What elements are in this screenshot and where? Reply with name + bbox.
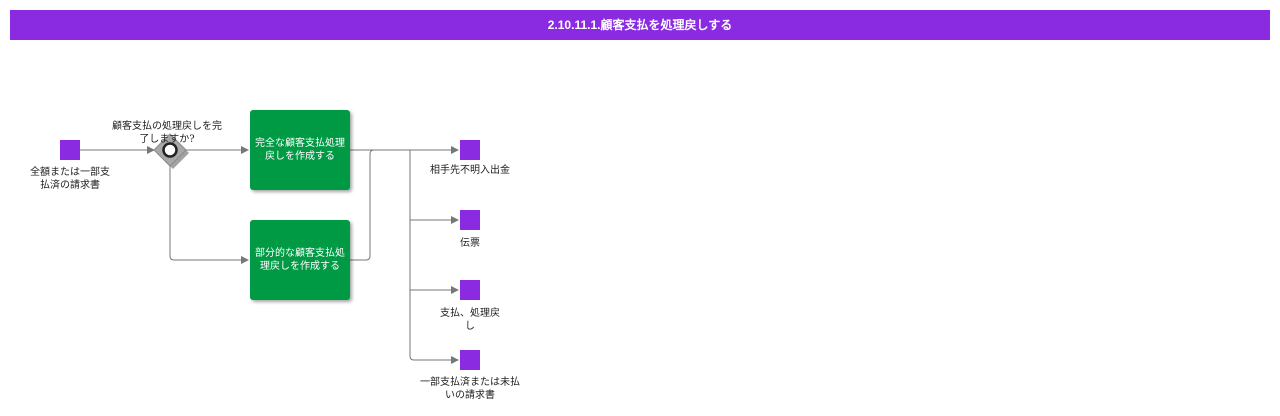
output-data-object-3-icon[interactable]	[460, 280, 480, 300]
output-data-object-4-label: 一部支払済または未払いの請求書	[420, 377, 520, 401]
gateway-label: 顧客支払の処理戻しを完了しますか?	[112, 121, 222, 145]
output-data-object-4-icon[interactable]	[460, 350, 480, 370]
task-create-full-reversal[interactable]: 完全な顧客支払処理戻しを作成する	[250, 110, 350, 190]
start-data-object-icon[interactable]	[60, 140, 80, 160]
output-data-object-2-icon[interactable]	[460, 210, 480, 230]
output-data-object-1-icon[interactable]	[460, 140, 480, 160]
connector-partial-to-outputs	[350, 149, 410, 261]
output-data-object-3-label: 支払、処理戻し	[440, 308, 500, 332]
output-data-object-2-label: 伝票	[460, 238, 480, 249]
output-data-object-1-label: 相手先不明入出金	[430, 165, 510, 176]
connector-trunk	[409, 150, 459, 364]
diagram-title: 2.10.11.1.顧客支払を処理戻しする	[10, 10, 1270, 40]
task-create-partial-reversal[interactable]: 部分的な顧客支払処理戻しを作成する	[250, 220, 350, 300]
exclusive-gateway-icon[interactable]	[153, 133, 189, 169]
connector-gateway-to-partial	[169, 166, 249, 264]
start-data-object-label: 全額または一部支払済の請求書	[30, 167, 110, 191]
